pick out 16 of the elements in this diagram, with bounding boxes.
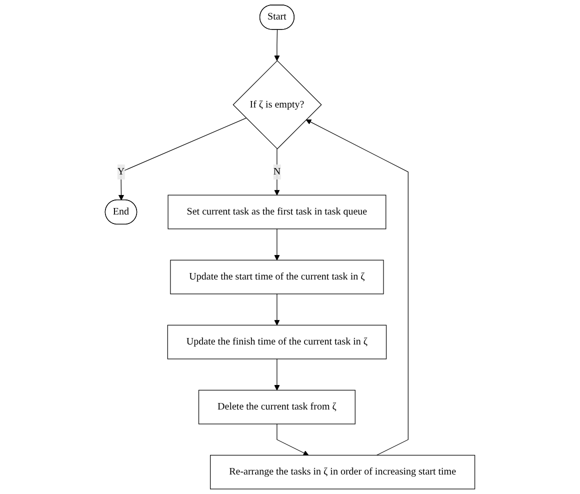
arrow — [274, 29, 280, 61]
node-box: Update the start time of the current task in ζ — [170, 260, 384, 294]
edge-label: Y — [117, 166, 125, 177]
arrow — [306, 119, 408, 456]
arrow — [274, 294, 280, 326]
arrow — [274, 358, 280, 390]
arrow — [276, 424, 309, 456]
node-box: Re-arrange the tasks in ζ in order of increasing start time — [210, 454, 476, 490]
arrow — [274, 148, 280, 196]
node-box: Delete the current task from ζ — [198, 390, 356, 424]
node-box: Set current task as the first task in task queue — [168, 194, 386, 230]
arrow — [118, 118, 246, 200]
node-diamond: If ζ is empty? — [232, 60, 322, 150]
arrow — [274, 228, 280, 260]
edge-label: N — [273, 166, 281, 177]
node-box: Update the finish time of the current task in ζ — [167, 324, 387, 360]
